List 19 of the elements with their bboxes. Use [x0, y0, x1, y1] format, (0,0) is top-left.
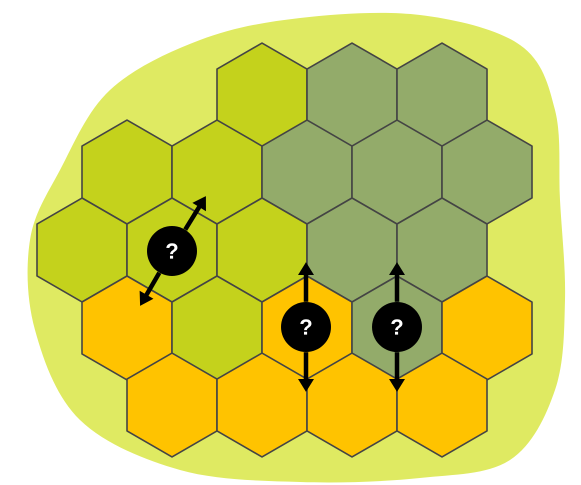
hexagon [396, 42, 488, 148]
hexagon [81, 275, 173, 381]
hexagon [36, 197, 128, 303]
hexagon [306, 197, 398, 303]
hexagon [126, 352, 218, 458]
hexagon [306, 42, 398, 148]
hexagon [171, 275, 263, 381]
hexagon [396, 352, 488, 458]
hexagon [216, 352, 308, 458]
hexagon [441, 119, 533, 225]
hexagon [396, 197, 488, 303]
hexagon [171, 119, 263, 225]
hexagon [351, 119, 443, 225]
hexagon [216, 42, 308, 148]
hexagon [81, 119, 173, 225]
hexagon [261, 119, 353, 225]
hexagon [216, 197, 308, 303]
hexagon [306, 352, 398, 458]
hexagon [441, 275, 533, 381]
